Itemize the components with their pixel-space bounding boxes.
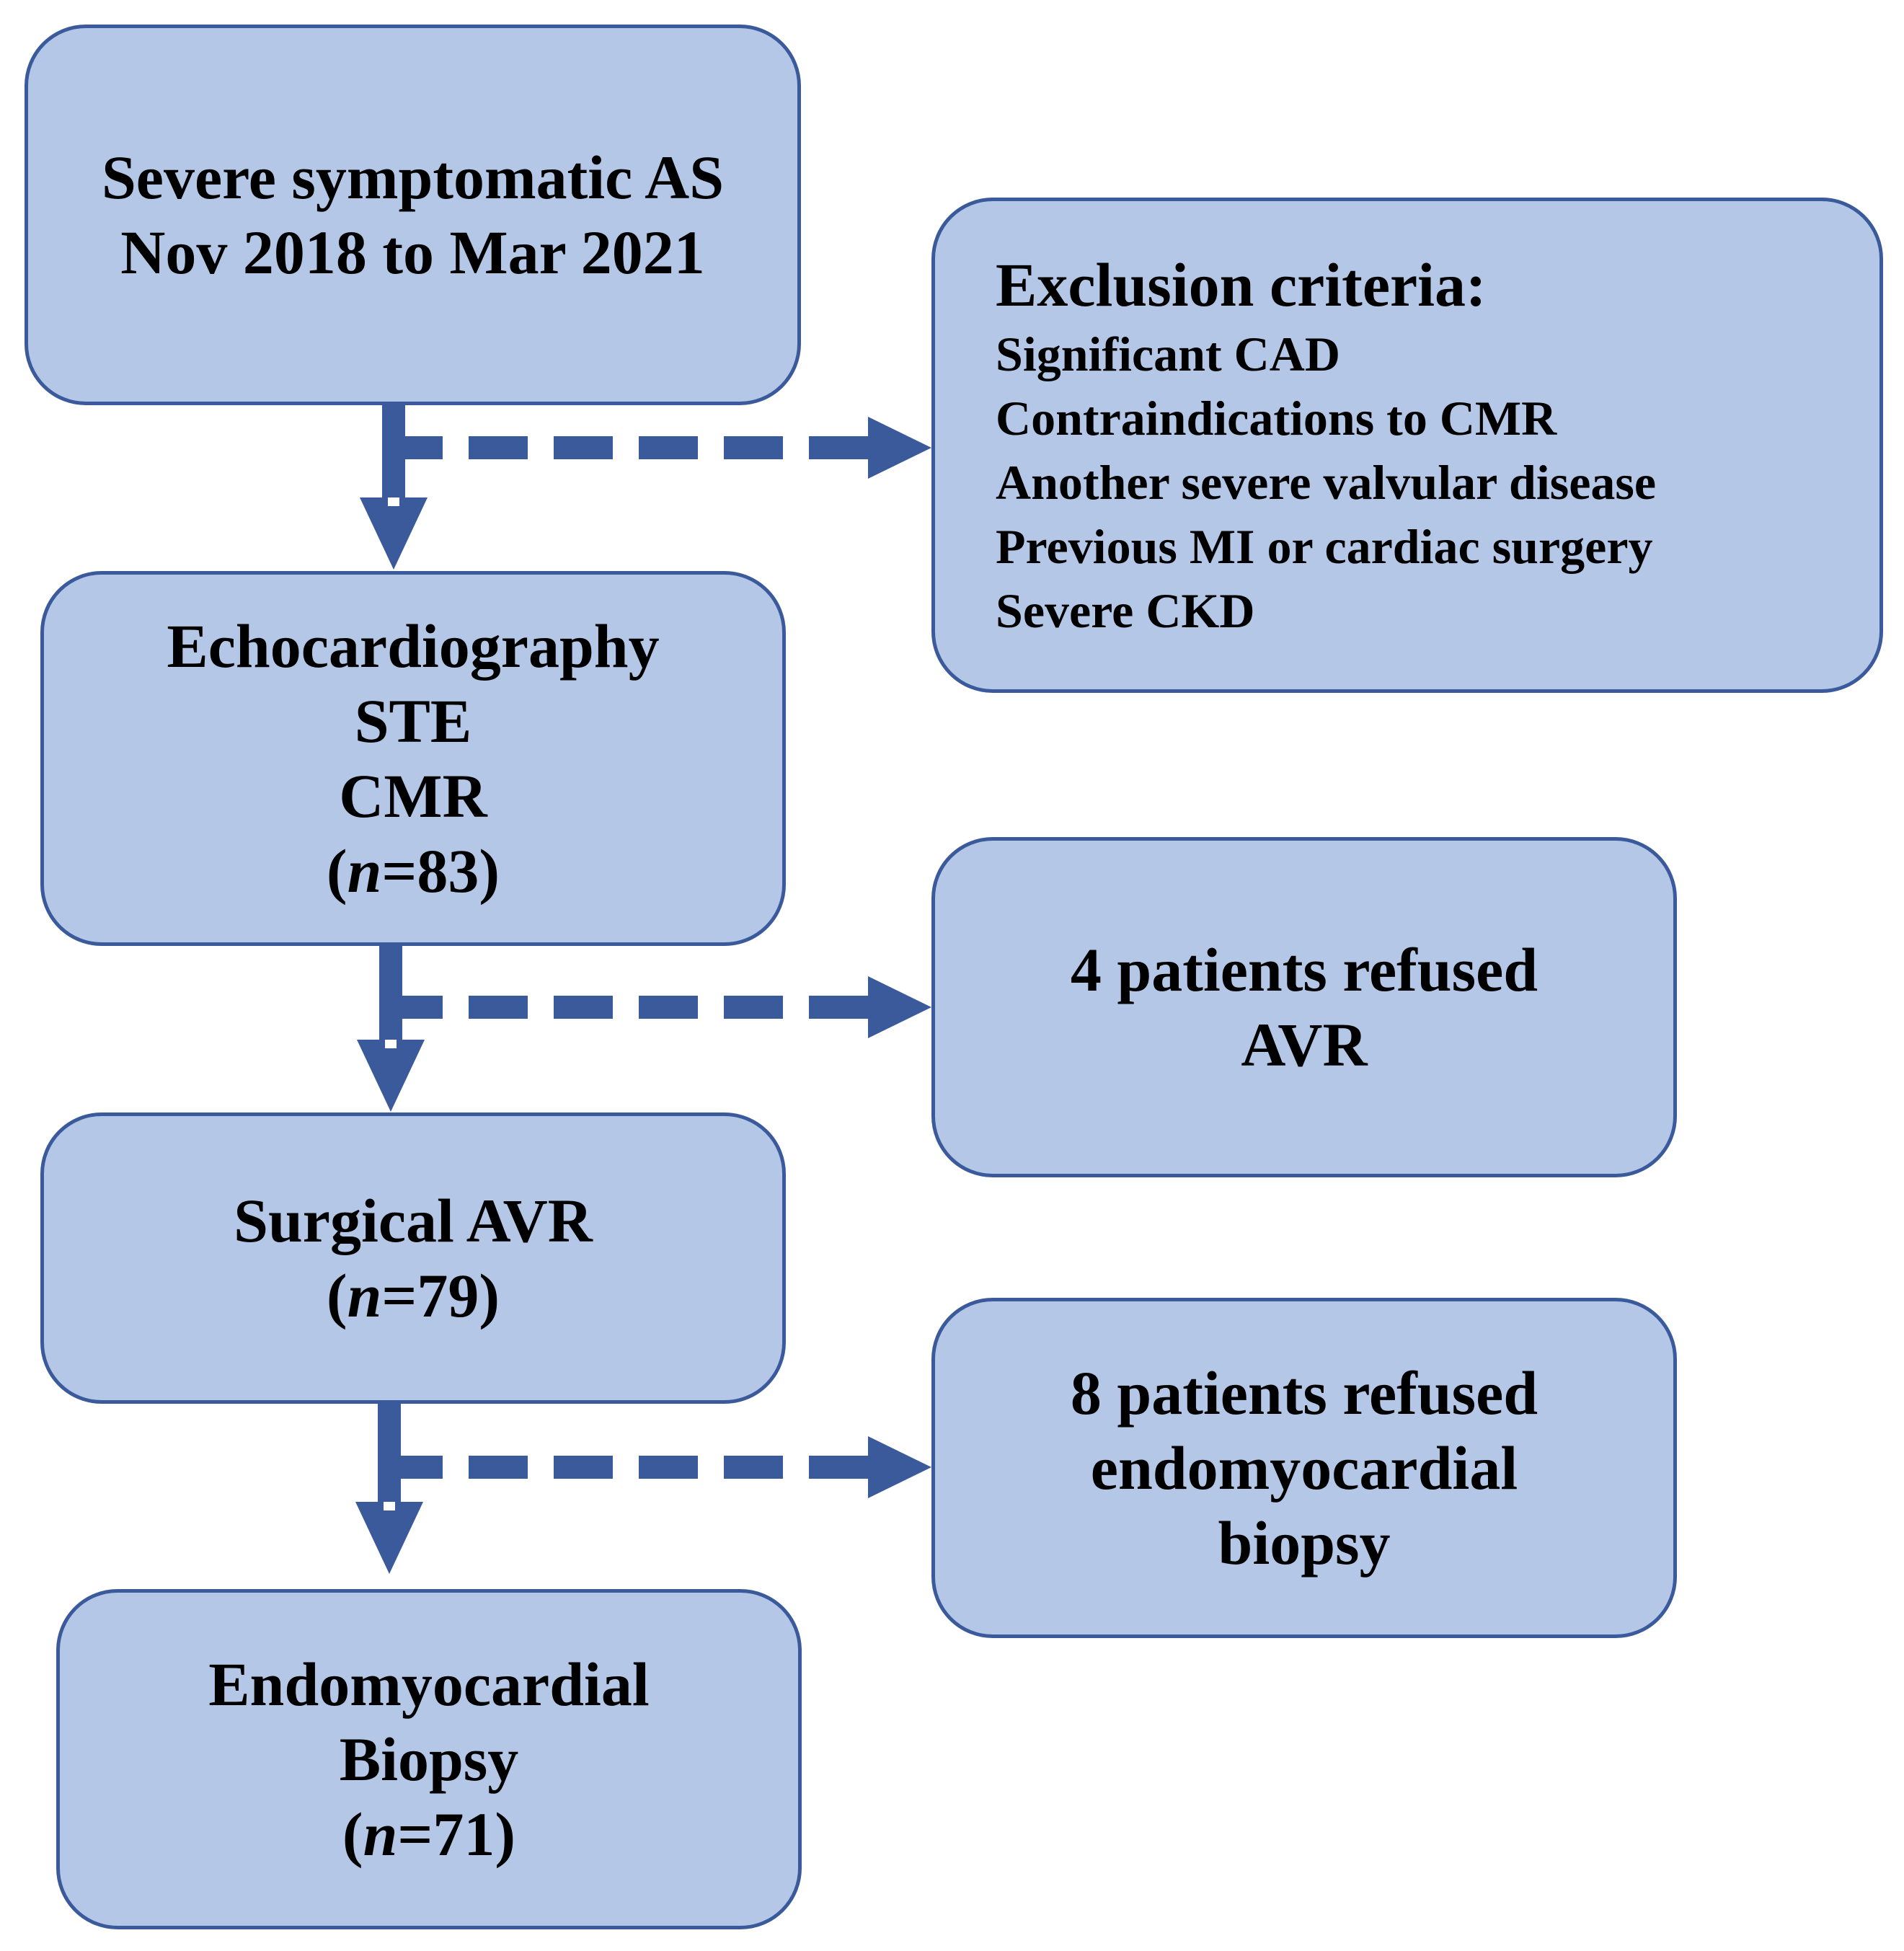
refused-biopsy-line: biopsy bbox=[1218, 1508, 1391, 1578]
count-open: ( bbox=[326, 836, 347, 906]
dashed-arrow-to-exclusion bbox=[405, 417, 931, 479]
exclusion-item: Severe CKD bbox=[996, 583, 1255, 638]
imaging-line: Echocardiography bbox=[167, 611, 660, 681]
imaging-box: Echocardiography STE CMR (n=83) bbox=[40, 571, 786, 946]
cohort-line: Severe symptomatic AS bbox=[101, 143, 725, 212]
n-variable: n bbox=[347, 1261, 382, 1330]
cohort-box: Severe symptomatic AS Nov 2018 to Mar 20… bbox=[25, 25, 801, 405]
count-open: ( bbox=[326, 1261, 347, 1330]
exclusion-criteria-box: Exclusion criteria: Significant CAD Cont… bbox=[931, 198, 1883, 693]
exclusion-item: Significant CAD bbox=[996, 327, 1340, 381]
n-variable: n bbox=[363, 1800, 398, 1869]
refused-biopsy-line: endomyocardial bbox=[1090, 1433, 1518, 1503]
dashed-arrow-to-refused-biopsy bbox=[401, 1436, 931, 1498]
flow-arrow-surgical-to-biopsy bbox=[355, 1404, 423, 1574]
exclusion-item: Another severe valvular disease bbox=[996, 455, 1657, 510]
count-value: =79) bbox=[381, 1261, 500, 1330]
exclusion-item: Contraindications to CMR bbox=[996, 391, 1557, 446]
biopsy-line: Biopsy bbox=[339, 1725, 519, 1794]
refused-biopsy-line: 8 patients refused bbox=[1070, 1358, 1538, 1428]
exclusion-item: Previous MI or cardiac surgery bbox=[996, 519, 1653, 574]
refused-biopsy-box: 8 patients refused endomyocardial biopsy bbox=[931, 1298, 1677, 1638]
imaging-count: (n=83) bbox=[327, 833, 500, 908]
exclusion-title: Exclusion criteria: bbox=[996, 250, 1487, 319]
surgical-count: (n=79) bbox=[327, 1258, 500, 1333]
biopsy-box: Endomyocardial Biopsy (n=71) bbox=[56, 1589, 802, 1929]
refused-avr-line: AVR bbox=[1241, 1010, 1368, 1079]
biopsy-line: Endomyocardial bbox=[208, 1650, 650, 1719]
flow-arrow-cohort-to-imaging bbox=[360, 405, 428, 570]
imaging-line: STE bbox=[354, 686, 472, 756]
refused-avr-line: 4 patients refused bbox=[1070, 935, 1538, 1004]
refused-avr-box: 4 patients refused AVR bbox=[931, 837, 1677, 1177]
dashed-arrow-to-refused-avr bbox=[402, 976, 931, 1038]
surgical-avr-box: Surgical AVR (n=79) bbox=[40, 1112, 786, 1404]
n-variable: n bbox=[347, 836, 382, 906]
count-value: =83) bbox=[381, 836, 500, 906]
flow-arrow-imaging-to-surgical bbox=[357, 946, 425, 1112]
biopsy-count: (n=71) bbox=[342, 1797, 515, 1872]
surgical-line: Surgical AVR bbox=[234, 1186, 593, 1255]
imaging-line: CMR bbox=[339, 761, 487, 831]
count-value: =71) bbox=[397, 1800, 516, 1869]
cohort-date-range: Nov 2018 to Mar 2021 bbox=[120, 218, 705, 287]
count-open: ( bbox=[342, 1800, 363, 1869]
